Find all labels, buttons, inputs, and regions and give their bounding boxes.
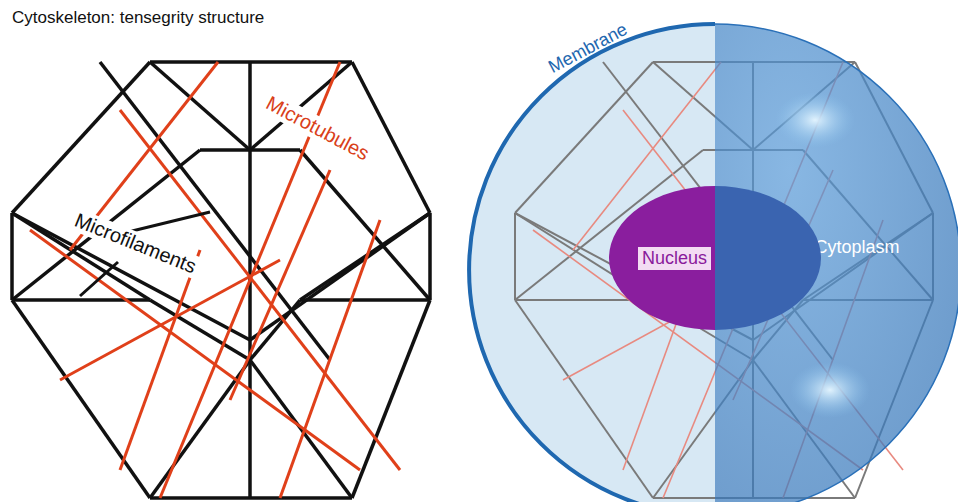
cytoplasm-ground [469,20,715,502]
microfilament-line [12,62,150,213]
leader-line [80,262,118,296]
microfilament-line [10,213,14,300]
tensegrity-figure [12,62,430,498]
microfilament-line [250,148,300,152]
microfilament-line [515,300,653,498]
microfilament-line [300,150,430,300]
cytoplasm-shade [715,20,958,502]
cytoplasm-label: Cytoplasm [812,237,901,258]
microtubule-line [60,260,280,380]
microfilament-line [515,62,653,213]
microfilament-line [352,300,430,498]
microfilament-line [12,150,200,300]
membrane-line [715,24,958,502]
membrane-line [469,24,715,502]
nucleus-fill [715,186,821,330]
title: Cytoskeleton: tensegrity structure [12,8,264,28]
nucleus-label: Nucleus [638,247,711,270]
microtubule-line [280,220,380,498]
microfilament-line [150,62,250,150]
microfilament-line [352,62,430,213]
microfilament-line [12,300,150,498]
microfilament-line [300,298,430,302]
microtubule-line [120,250,200,470]
microfilament-line [250,213,430,340]
nucleus-shape: Nucleus [609,186,821,330]
leader-line [128,212,210,232]
microfilament-line [250,360,352,498]
nucleus-fill [609,186,715,330]
microfilament-line [200,148,250,152]
microfilament-line [300,213,430,300]
microfilament-line [514,213,516,300]
microtubule-line [120,110,400,470]
microtubule-line [230,170,330,400]
highlight [775,92,855,148]
microfilament-line [428,213,432,300]
highlight [790,362,870,418]
